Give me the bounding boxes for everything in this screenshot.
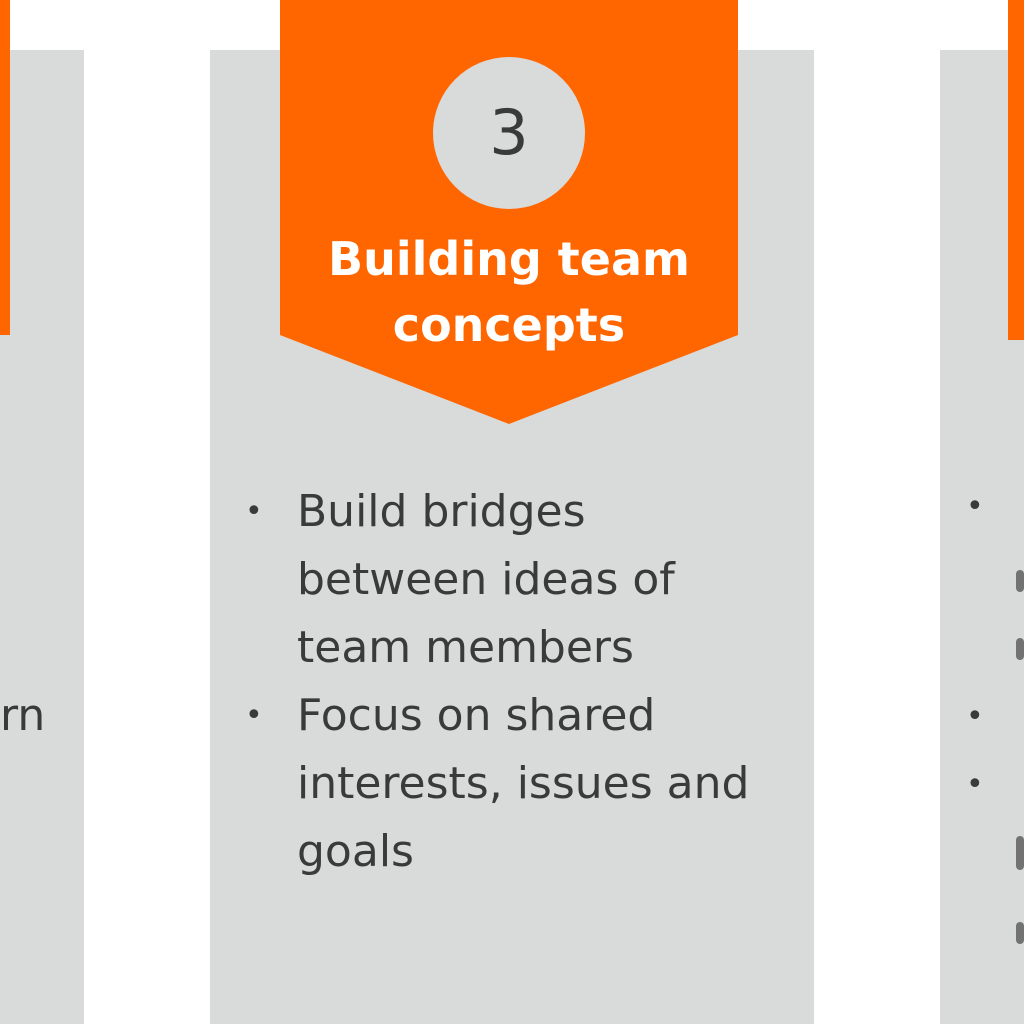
right-text-fragment xyxy=(1016,638,1024,660)
step-bullet-list: • Build bridges between ideas of team me… xyxy=(243,478,783,886)
left-step-card xyxy=(0,50,84,1024)
right-bullet-icon: • xyxy=(966,489,984,524)
right-bullet-icon: • xyxy=(966,699,984,734)
left-card-text-fragment: rn xyxy=(0,690,46,741)
step-number-badge: 3 xyxy=(433,57,585,209)
bullet-icon: • xyxy=(245,698,263,733)
step-title: Building team concepts xyxy=(328,232,690,352)
bullet-item: • Focus on shared interests, issues and … xyxy=(243,682,783,886)
right-text-fragment xyxy=(1016,922,1024,944)
bullet-icon: • xyxy=(245,494,263,529)
right-step-banner xyxy=(1008,0,1024,340)
right-bullet-icon: • xyxy=(966,767,984,802)
bullet-text: Build bridges between ideas of team memb… xyxy=(297,486,675,673)
left-step-banner xyxy=(0,0,10,335)
bullet-text: Focus on shared interests, issues and go… xyxy=(297,690,750,877)
right-text-fragment xyxy=(1016,836,1024,870)
bullet-item: • Build bridges between ideas of team me… xyxy=(243,478,783,682)
right-text-fragment xyxy=(1016,570,1024,592)
